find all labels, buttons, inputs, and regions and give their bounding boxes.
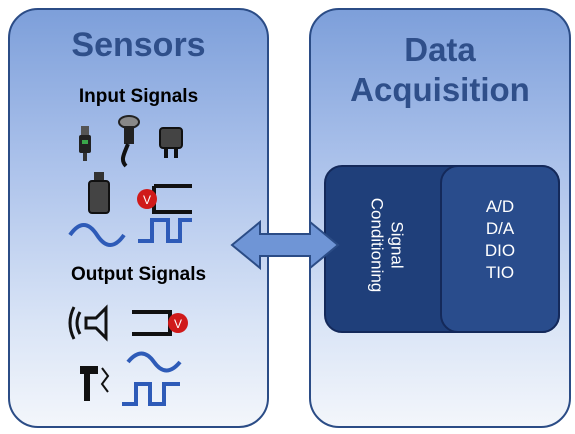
sine-wave-icon-output	[126, 351, 182, 373]
output-signals-label: Output Signals	[70, 264, 207, 285]
converter-item-ad: A/D	[485, 197, 515, 216]
data-acquisition-title-line1: Data	[404, 31, 476, 68]
data-acquisition-title-line2: Acquisition	[350, 71, 530, 108]
plug-sensor-icon	[159, 127, 183, 158]
svg-text:V: V	[174, 317, 182, 331]
sensors-panel	[8, 8, 269, 428]
input-signals-label: Input Signals	[78, 86, 199, 107]
probe-sensor-icon	[79, 126, 91, 161]
double-arrow-icon	[230, 219, 340, 271]
sensors-title: Sensors	[71, 26, 206, 64]
converter-box	[440, 165, 560, 333]
cylinder-sensor-icon	[88, 172, 110, 214]
speaker-icon	[68, 304, 108, 342]
square-wave-icon-output	[122, 382, 180, 406]
microphone-sensor-icon	[118, 115, 140, 168]
converter-item-dio: DIO	[484, 241, 516, 260]
hair-dryer-icon	[80, 366, 110, 401]
square-wave-icon	[138, 218, 192, 243]
data-acquisition-title: Data Acquisition	[309, 30, 571, 110]
sine-wave-icon	[68, 223, 126, 247]
svg-text:V: V	[143, 193, 151, 207]
voltmeter-circuit-icon-output: V	[132, 310, 188, 336]
converter-item-da: D/A	[485, 219, 515, 238]
voltmeter-circuit-icon: V	[137, 184, 192, 214]
converter-item-tio: TIO	[485, 263, 515, 282]
converter-list: A/D D/A DIO TIO	[440, 196, 560, 284]
